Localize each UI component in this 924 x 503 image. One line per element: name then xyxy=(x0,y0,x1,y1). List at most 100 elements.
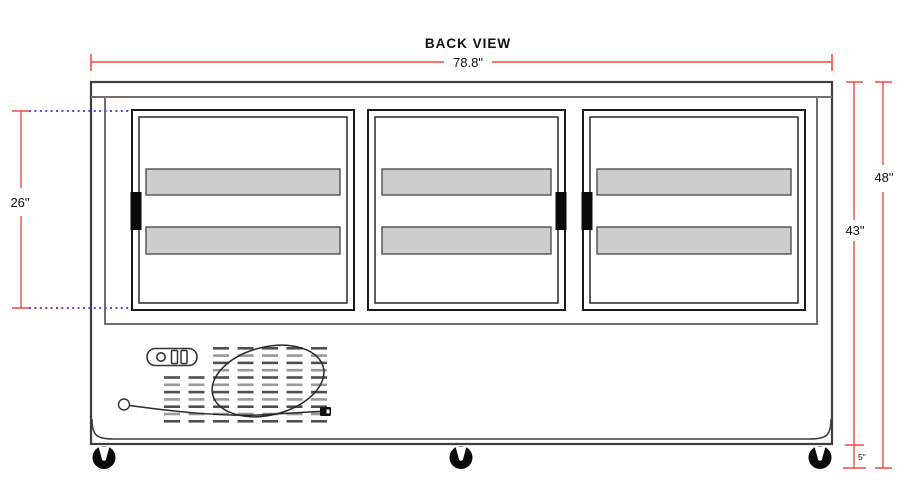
grille-slot xyxy=(262,390,278,394)
grille-slot xyxy=(286,361,303,365)
grille-slot xyxy=(262,376,278,379)
caster-wheel xyxy=(92,446,116,469)
switch-icon xyxy=(180,349,188,365)
grille-slot xyxy=(311,354,327,357)
caster-wheel xyxy=(449,446,473,469)
switch-icon xyxy=(170,349,179,365)
inner-frame xyxy=(104,96,818,325)
grille-slot xyxy=(262,398,278,401)
grille-slot xyxy=(237,383,254,387)
grille-slot xyxy=(237,390,254,394)
grille-slot xyxy=(164,383,180,387)
grille-slot xyxy=(213,420,229,423)
grille-slot xyxy=(262,420,278,423)
grille-slot xyxy=(262,354,278,357)
door-opening-dimension-label: 26" xyxy=(10,195,29,210)
grille-slot xyxy=(286,398,303,401)
grille-slot xyxy=(311,347,327,350)
grille-slot xyxy=(262,383,278,387)
grille-slot xyxy=(237,420,254,423)
grille-slot xyxy=(262,347,278,350)
grille-slot xyxy=(311,390,327,394)
power-cord xyxy=(117,344,331,418)
grille-slot xyxy=(213,361,229,365)
grille-slot xyxy=(237,354,254,357)
grille-slot xyxy=(188,420,205,423)
grille-slot xyxy=(237,405,254,408)
body-height-dimension: 43" 5" xyxy=(843,81,866,469)
grille-slot xyxy=(188,383,205,387)
grille-slot xyxy=(311,361,327,365)
caster-wedge xyxy=(455,446,467,461)
caster-height-dimension-label: 5" xyxy=(858,452,866,462)
grille-slot xyxy=(311,412,327,416)
caster-wheel xyxy=(808,446,832,469)
door-panel xyxy=(581,109,806,311)
grille-slot xyxy=(213,354,229,357)
door-glass xyxy=(374,116,559,304)
cord-line xyxy=(129,404,322,417)
grille-slot xyxy=(286,368,303,372)
door-handle xyxy=(555,192,567,230)
casters-group xyxy=(92,446,832,469)
width-dimension: 78.8" xyxy=(90,54,833,71)
grille-slot xyxy=(164,376,180,379)
grille-slot xyxy=(188,398,205,401)
grille-slot xyxy=(164,398,180,401)
door-panel xyxy=(130,109,355,311)
door-handle xyxy=(581,192,593,230)
door-panel xyxy=(367,109,567,311)
grille-slot xyxy=(213,376,229,379)
door-glass xyxy=(589,116,799,304)
grille-slot xyxy=(237,398,254,401)
shelf-bar xyxy=(596,226,792,255)
power-button-icon xyxy=(156,351,167,362)
grille-slot xyxy=(311,368,327,372)
body-bottom-curve xyxy=(91,418,832,440)
grille-slot xyxy=(311,383,327,387)
cord-plug-icon xyxy=(320,407,331,416)
grille-slot xyxy=(213,390,229,394)
shelf-bar xyxy=(145,226,341,255)
grille-slot xyxy=(213,347,229,350)
grille-slot xyxy=(286,354,303,357)
grille-slot xyxy=(286,383,303,387)
control-panel xyxy=(146,347,198,367)
grille-slot xyxy=(164,412,180,416)
grille-slot xyxy=(237,412,254,416)
overall-height-dimension-label: 48" xyxy=(874,170,893,185)
grille-slot xyxy=(237,347,254,350)
grille-slot xyxy=(213,383,229,387)
width-dimension-label: 78.8" xyxy=(453,55,483,70)
cord-plug-notch xyxy=(326,409,330,414)
grille-slot xyxy=(164,420,180,423)
shelf-bar xyxy=(381,226,552,255)
cord-end-ring xyxy=(117,398,131,411)
page-title: BACK VIEW xyxy=(425,36,511,51)
door-glass xyxy=(138,116,348,304)
caster-wedge xyxy=(98,446,110,461)
grille-slot xyxy=(311,398,327,401)
grille-slot xyxy=(164,405,180,408)
grille-slot xyxy=(311,420,327,423)
grille-slot xyxy=(188,376,205,379)
grille-slot xyxy=(213,398,229,401)
grille-slot xyxy=(286,347,303,350)
grille-slot xyxy=(164,390,180,394)
grille-slot xyxy=(262,368,278,372)
grille-slot xyxy=(311,405,327,408)
door-handle xyxy=(130,192,142,230)
doors-group xyxy=(130,109,806,311)
door-opening-dimension: 26" xyxy=(10,110,131,309)
grille-slot xyxy=(286,376,303,379)
grille-slot xyxy=(286,412,303,416)
grille-slot xyxy=(311,376,327,379)
grille-slot xyxy=(286,390,303,394)
grille-slot xyxy=(237,368,254,372)
grille-slot xyxy=(237,376,254,379)
shelf-bar xyxy=(596,168,792,196)
grille-slot xyxy=(286,420,303,423)
cord-loop xyxy=(211,344,325,418)
shelf-bar xyxy=(381,168,552,196)
